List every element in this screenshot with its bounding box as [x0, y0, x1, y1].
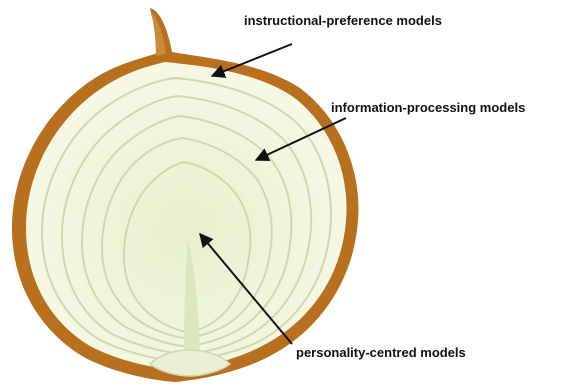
onion-cross-section-icon — [12, 8, 358, 382]
label-information-processing-models: information-processing models — [331, 101, 525, 114]
label-instructional-preference-models: instructional-preference models — [244, 14, 442, 27]
label-personality-centred-models: personality-centred models — [296, 346, 466, 359]
